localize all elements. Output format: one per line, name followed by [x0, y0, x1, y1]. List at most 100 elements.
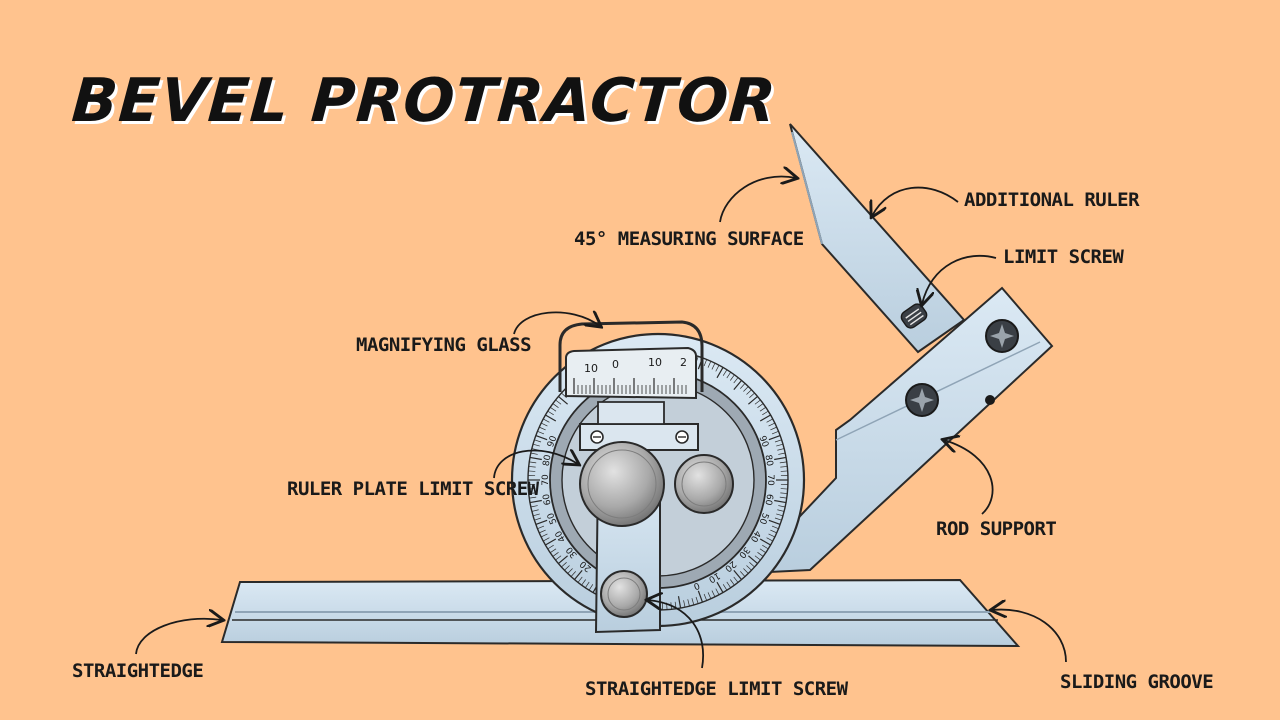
- dial-tick: [711, 590, 716, 597]
- dial-tick: [759, 407, 766, 412]
- dial-tick: [573, 570, 583, 580]
- dial-tick: [543, 537, 550, 542]
- dial-number: 90: [757, 435, 770, 449]
- dial-tick: [749, 392, 755, 398]
- dial-tick: [746, 565, 752, 571]
- dial-scale-numbers: 90807060504030201009080706050403020100: [541, 434, 775, 591]
- dial-number: 70: [765, 474, 775, 486]
- dial-number: 80: [542, 454, 554, 467]
- dial-tick: [545, 538, 557, 546]
- dial-tick: [733, 570, 743, 580]
- dial-tick: [558, 555, 568, 565]
- ruler-plate-limit-screw-knob: [579, 441, 665, 527]
- secondary-knob: [674, 454, 734, 514]
- dial-tick: [715, 365, 720, 372]
- dial-tick: [749, 562, 755, 568]
- dial-tick: [730, 374, 735, 381]
- dial-tick: [528, 466, 536, 468]
- dial-tick: [771, 430, 779, 435]
- dial-tick: [552, 403, 559, 408]
- dial-tick: [762, 544, 769, 550]
- dial-tick: [707, 361, 712, 368]
- dial-tick: [534, 517, 542, 521]
- dial-number: 50: [756, 511, 769, 525]
- dial-tick: [550, 407, 557, 412]
- dial-tick: [768, 422, 775, 427]
- dial-tick: [733, 380, 743, 390]
- dial-tick: [539, 426, 546, 431]
- dial-tick: [588, 584, 594, 591]
- arrow-straightedge: [135, 619, 222, 655]
- dial-tick: [740, 571, 746, 577]
- dial-tick: [774, 517, 782, 521]
- dial-tick: [757, 552, 764, 557]
- label-measuring-surface: 45° MEASURING SURFACE: [574, 228, 804, 250]
- dial-tick: [715, 588, 720, 595]
- label-straightedge: STRAIGHTEDGE: [72, 660, 204, 682]
- dial-tick: [748, 555, 758, 565]
- dial-tick: [537, 430, 545, 435]
- rod-screw-lower: [905, 383, 939, 417]
- dial-tick: [577, 576, 583, 583]
- dial-number: 50: [546, 511, 559, 525]
- dial-tick: [683, 600, 686, 608]
- dial-tick: [532, 513, 540, 517]
- dial-tick: [733, 377, 739, 384]
- dial-tick: [543, 418, 550, 423]
- dial-tick: [776, 513, 784, 517]
- dial-tick: [711, 363, 716, 370]
- dial-tick: [531, 509, 539, 512]
- dial-tick: [754, 555, 761, 561]
- dial-tick: [529, 461, 537, 464]
- dial-tick: [541, 422, 548, 427]
- dial-tick: [707, 592, 712, 599]
- dial-tick: [535, 519, 548, 526]
- dial-tick: [780, 492, 788, 494]
- dial-tick: [703, 359, 708, 367]
- dial-tick: [746, 389, 752, 395]
- dial-tick: [722, 369, 728, 376]
- dial-tick: [776, 443, 784, 447]
- dial-tick: [539, 529, 546, 534]
- dial-tick: [529, 456, 542, 461]
- dial-tick: [530, 505, 538, 508]
- arrow-measuring-surface: [719, 177, 796, 223]
- label-ruler-plate-limit-screw: RULER PLATE LIMIT SCREW: [287, 478, 539, 500]
- vernier-number: 10: [648, 356, 662, 369]
- vernier-number: 10: [584, 362, 598, 375]
- dial-tick: [541, 533, 548, 538]
- straightedge-limit-screw-knob: [600, 570, 648, 618]
- dial-tick: [759, 548, 766, 553]
- dial-tick: [722, 584, 728, 591]
- dial-tick: [766, 537, 773, 542]
- dial-tick: [770, 529, 777, 534]
- rod-screw-upper: [985, 319, 1019, 353]
- dial-tick: [687, 599, 690, 607]
- label-rod-support: ROD SUPPORT: [936, 518, 1057, 540]
- dial-tick: [754, 399, 761, 405]
- label-magnifying-glass: MAGNIFYING GLASS: [356, 334, 532, 356]
- dial-tick: [537, 525, 545, 530]
- dial-tick: [780, 466, 788, 468]
- dial-tick: [545, 414, 557, 422]
- dial-tick: [771, 525, 779, 530]
- magnifying-glass: 10 0 10 2: [558, 320, 704, 400]
- label-limit-screw: LIMIT SCREW: [1003, 246, 1124, 268]
- dial-tick: [768, 434, 781, 441]
- dial-tick: [550, 548, 557, 553]
- dial-tick: [777, 509, 785, 512]
- dial-number: 70: [541, 474, 551, 486]
- dial-number: 80: [762, 454, 774, 467]
- arrow-straightedge-limit-screw: [648, 600, 704, 669]
- dial-tick: [547, 410, 554, 416]
- dial-tick: [530, 452, 538, 455]
- dial-tick: [528, 492, 536, 494]
- arrow-ruler-plate-limit-screw: [493, 450, 578, 479]
- dial-tick: [778, 452, 786, 455]
- dial-tick: [558, 395, 568, 405]
- vernier-number: 0: [612, 358, 619, 371]
- dial-tick: [777, 448, 785, 451]
- dial-tick: [726, 581, 731, 588]
- dial-tick: [677, 596, 682, 609]
